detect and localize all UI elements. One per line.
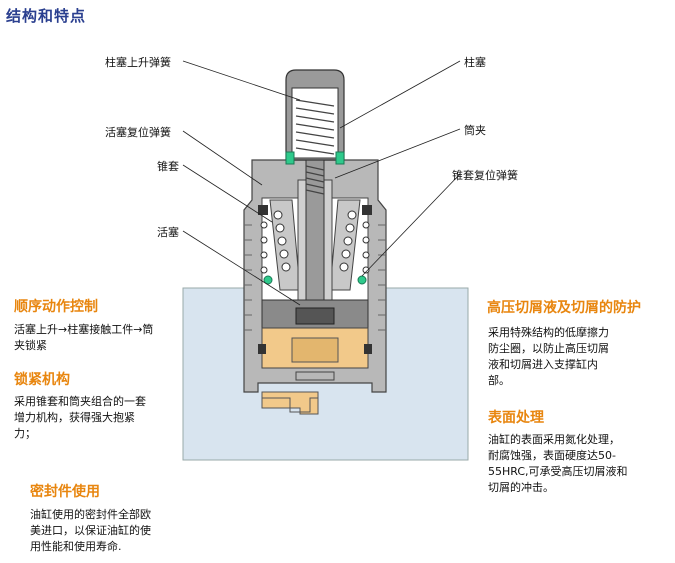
taper-sleeve-return-spring [260,221,370,274]
o-ring-left [258,205,268,215]
feature-heading-seals: 密封件使用 [30,484,100,500]
feature-heading-sequence: 顺序动作控制 [14,299,98,315]
label-taper-sleeve-return-spring: 锥套复位弹簧 [452,169,518,182]
feature-text-seals: 油缸使用的密封件全部欧美进口，以保证油缸的使用性能和使用寿命. [30,508,151,553]
label-piston: 活塞 [157,226,179,239]
page-title: 结构和特点 [6,7,87,25]
label-plunger-return-spring: 柱塞上升弹簧 [105,56,171,69]
leader-lines [182,60,461,306]
feature-text-surface: 油缸的表面采用氮化处理，耐腐蚀强，表面硬度达50-55HRC,可承受高压切屑液和… [488,433,628,494]
feature-text-locking: 采用锥套和筒夹组合的一套增力机构，获得强大抱紧力； [14,395,146,440]
wiper-seal-left [285,151,295,165]
o-ring-right [362,205,372,215]
label-collet: 筒夹 [464,124,486,137]
label-piston-return-spring: 活塞复位弹簧 [105,126,171,139]
piston-return-spring [273,210,357,272]
plunger-return-spring [295,99,335,155]
oil-channel [262,397,318,413]
thread-lines [244,224,386,331]
wiper-seal-right [335,151,345,165]
feature-heading-locking: 锁紧机构 [14,372,70,388]
feature-text-chip-protection: 采用特殊结构的低摩擦力防尘圈，以防止高压切屑液和切屑进入支撑缸内部。 [488,326,609,387]
feature-heading-chip-protection: 高压切屑液及切屑的防护 [487,300,641,316]
label-plunger: 柱塞 [464,56,486,69]
label-taper-sleeve: 锥套 [157,160,179,173]
taper-sleeve-right [329,199,361,291]
collet-spring [305,165,325,195]
feature-heading-surface: 表面处理 [488,410,544,426]
feature-text-sequence: 活塞上升→柱塞接触工件→筒夹锁紧 [14,323,154,352]
